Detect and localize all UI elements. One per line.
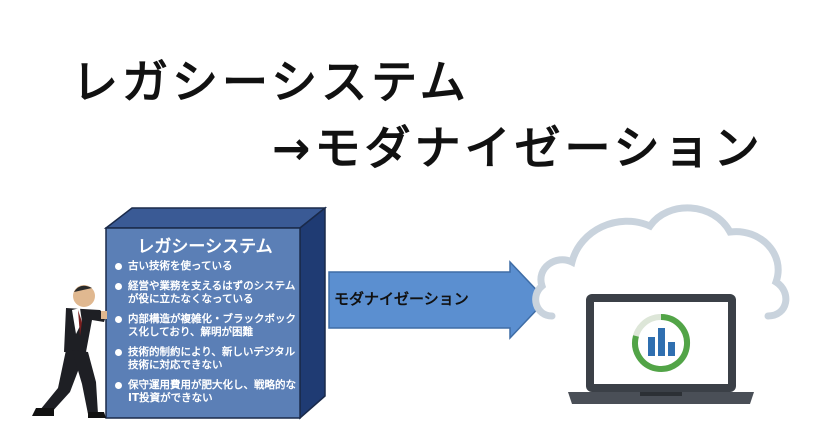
legacy-box-side xyxy=(299,206,326,420)
legacy-bullet-list: 古い技術を使っている 経営や業務を支えるはずのシステムが役に立たなくなっている … xyxy=(114,260,300,412)
bar-chart-gauge-icon xyxy=(632,314,691,372)
legacy-box xyxy=(103,206,328,420)
list-item: 経営や業務を支えるはずのシステムが役に立たなくなっている xyxy=(114,280,300,306)
modernization-arrow xyxy=(328,260,548,340)
legacy-box-title: レガシーシステム xyxy=(137,237,273,257)
list-item: 古い技術を使っている xyxy=(114,260,300,273)
title-line-2: →モダナイゼーション xyxy=(272,121,764,175)
list-item: 保守運用費用が肥大化し、戦略的なIT投資ができない xyxy=(114,379,300,405)
title-line-1: レガシーシステム xyxy=(72,55,470,109)
list-item: 内部構造が複雑化・ブラックボックス化しており、解明が困難 xyxy=(114,313,300,339)
legacy-box-front xyxy=(105,227,301,419)
legacy-box-top xyxy=(103,207,328,229)
arrow-label: モダナイゼーション xyxy=(334,290,469,308)
list-item: 技術的制約により、新しいデジタル技術に対応できない xyxy=(114,346,300,372)
person-pushing-icon xyxy=(32,285,107,418)
cloud-icon xyxy=(532,204,790,320)
